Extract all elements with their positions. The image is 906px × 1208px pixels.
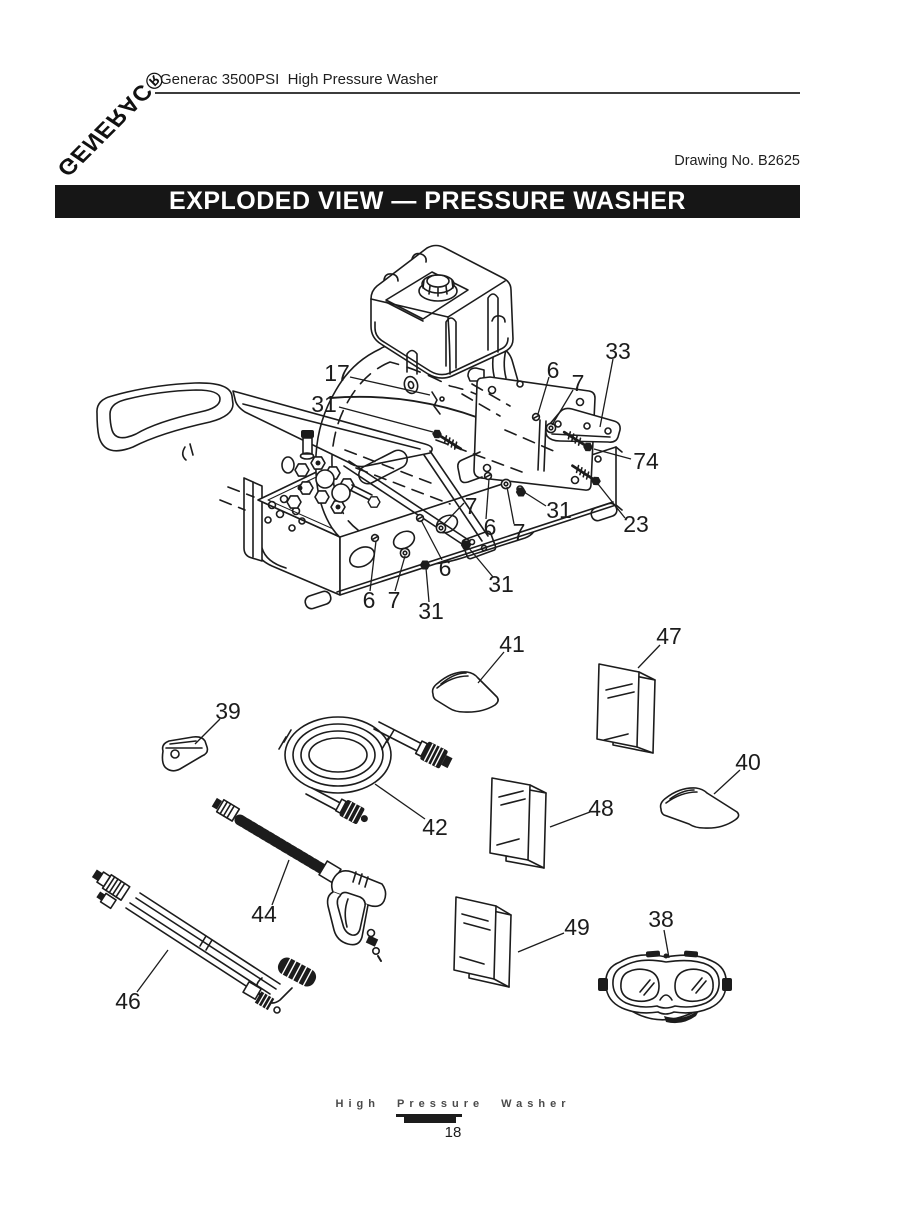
callout-label-31-d: 31	[418, 598, 444, 624]
callout-label-38: 38	[648, 906, 674, 932]
leader-46	[136, 949, 169, 993]
leader-6-d	[369, 540, 377, 592]
leader-6-a	[537, 376, 550, 415]
parts-bag-40	[659, 787, 740, 829]
lance-wand-46	[91, 869, 317, 1014]
leader-6-b	[485, 478, 490, 520]
header-rule	[155, 92, 800, 94]
leader-33	[599, 358, 614, 428]
leader-31-c	[467, 546, 494, 578]
spray-gun-44	[211, 797, 387, 962]
parts-bag-41	[431, 671, 499, 713]
leader-48	[549, 811, 591, 828]
callout-label-40: 40	[735, 749, 761, 775]
leader-7-c	[442, 502, 465, 526]
callout-label-6-b: 6	[484, 514, 497, 540]
leader-7-b	[506, 486, 515, 525]
leader-39	[194, 718, 221, 745]
callout-label-31-c: 31	[488, 571, 514, 597]
leader-6-c	[420, 519, 443, 561]
leader-7-a	[551, 389, 574, 426]
handle	[96, 382, 497, 560]
leader-74	[593, 448, 632, 460]
leader-44	[271, 859, 290, 906]
callout-label-46: 46	[115, 988, 141, 1014]
page-number: 18	[444, 1124, 462, 1141]
callout-label-33: 33	[605, 338, 631, 364]
footer-product-line: High Pressure Washer	[335, 1098, 571, 1110]
leader-49	[517, 932, 565, 953]
callout-label-31-a: 31	[311, 391, 337, 417]
callout-label-7-d: 7	[388, 587, 401, 613]
footer-rule-thin	[396, 1114, 462, 1117]
pump-manifold	[281, 430, 381, 514]
leader-31-a	[338, 406, 434, 433]
callout-label-23: 23	[623, 511, 649, 537]
leader-40	[713, 769, 741, 795]
high-pressure-hose-42	[278, 716, 453, 824]
callout-label-74: 74	[633, 448, 659, 474]
callout-label-39: 39	[215, 698, 241, 724]
drawing-number: Drawing No. B2625	[674, 153, 800, 169]
leader-17	[349, 376, 431, 396]
parts-pouch-39	[161, 736, 209, 772]
manual-49	[453, 896, 512, 988]
fuel-tank	[370, 244, 514, 379]
callout-leaders	[136, 358, 741, 993]
manual-47	[596, 663, 656, 754]
callout-label-7-a: 7	[572, 370, 585, 396]
leader-38	[663, 929, 670, 959]
callout-label-7-c: 7	[465, 493, 478, 519]
leader-42	[374, 783, 426, 820]
callout-label-49: 49	[564, 914, 590, 940]
safety-goggles-38	[598, 950, 732, 1024]
callout-label-42: 42	[422, 814, 448, 840]
callout-label-31-b: 31	[546, 497, 572, 523]
manual-48	[489, 777, 547, 869]
callout-label-6-d: 6	[363, 587, 376, 613]
callout-label-17: 17	[324, 360, 350, 386]
fuel-cap	[418, 274, 458, 302]
callout-label-48: 48	[588, 795, 614, 821]
callout-label-41: 41	[499, 631, 525, 657]
bolt-axis-lines	[344, 383, 557, 505]
callout-label-6-c: 6	[439, 555, 452, 581]
leader-47	[637, 644, 661, 669]
leader-41	[477, 651, 505, 684]
header-product-title: Generac 3500PSI High Pressure Washer	[160, 71, 438, 88]
callout-label-47: 47	[656, 623, 682, 649]
callout-label-7-b: 7	[513, 519, 526, 545]
section-banner: EXPLODED VIEW — PRESSURE WASHER	[55, 185, 800, 218]
leader-23	[597, 483, 626, 519]
section-banner-title: EXPLODED VIEW — PRESSURE WASHER	[169, 187, 686, 215]
leader-31-d	[425, 567, 430, 603]
leader-7-d	[394, 555, 406, 592]
callout-label-44: 44	[251, 901, 277, 927]
footer-rule-thick	[404, 1117, 456, 1123]
callout-label-6-a: 6	[547, 357, 560, 383]
leader-31-b	[523, 491, 547, 507]
callout-labels: 17 31 6 7 33 74 23 31 7 6 7 6 31 6 7 31 …	[115, 338, 761, 1014]
